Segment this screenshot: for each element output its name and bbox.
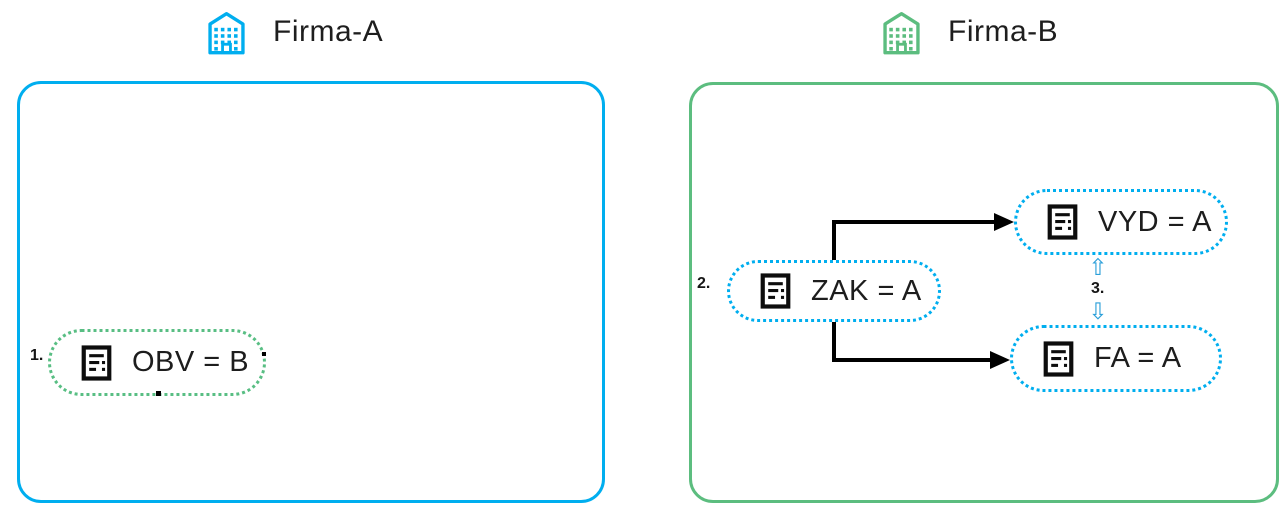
node-vyd-label: VYD = A [1098,205,1212,238]
building-icon [203,9,250,56]
node-obv-label: OBV = B [132,346,250,378]
firma-b-header: Firma-B [878,6,1058,58]
node-fa-label: FA = A [1094,342,1182,374]
document-icon [1047,203,1078,241]
step-label-3: 3. [1091,280,1105,297]
node-vyd: VYD = A [1014,189,1228,255]
building-icon [878,9,925,56]
company-title-firma-b: Firma-B [948,15,1059,48]
connector-endpoint-dot [262,352,266,356]
step-label-2: 2. [697,275,711,292]
firma-a-header: Firma-A [203,6,383,58]
document-icon [81,344,112,382]
node-zak-label: ZAK = A [811,274,922,307]
node-obv: OBV = B [48,329,266,396]
step-label-1: 1. [30,347,44,364]
up-arrow-icon: ⇧ [1088,255,1108,281]
connector-endpoint-dot [156,391,161,396]
down-arrow-icon: ⇩ [1088,299,1108,325]
node-zak: ZAK = A [727,260,941,322]
document-icon [760,272,791,310]
document-icon [1043,340,1074,378]
node-fa: FA = A [1010,325,1222,392]
company-box-firma-a [17,81,605,503]
company-title-firma-a: Firma-A [273,15,384,48]
company-box-firma-b [689,82,1279,503]
